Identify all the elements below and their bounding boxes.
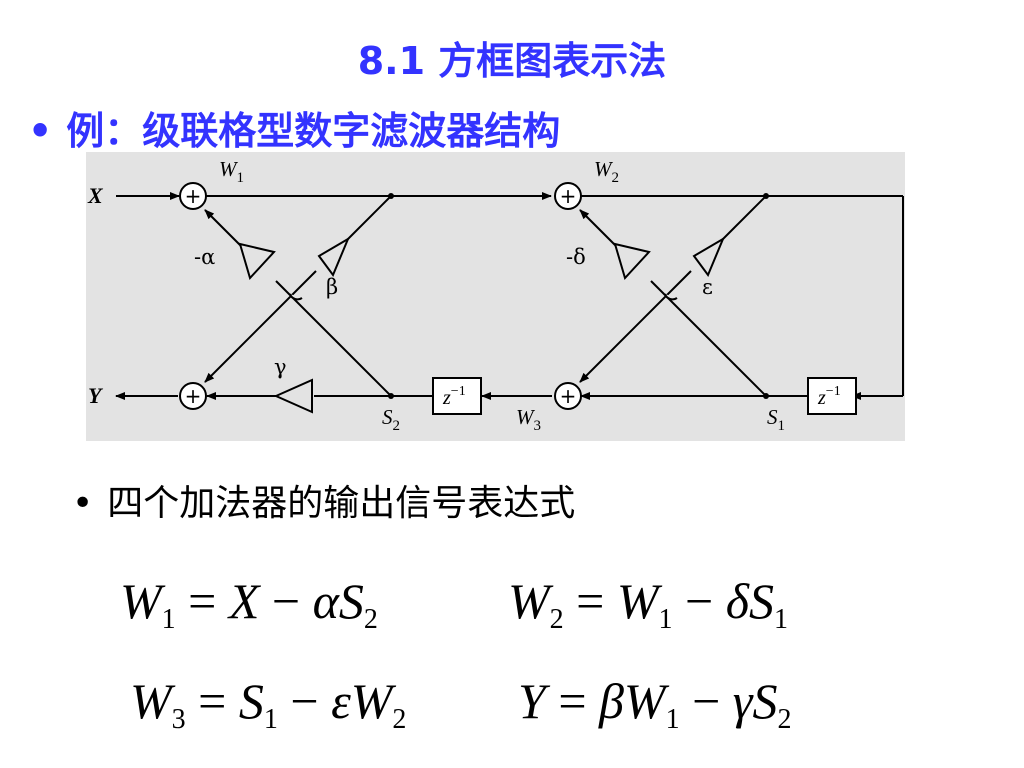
wire-s1-to-delta: [650, 280, 767, 397]
wire-beta-to-sum3: [204, 270, 317, 383]
equation-w2: W2 = W1 − δS1: [508, 573, 788, 635]
gain-epsilon-triangle: [692, 236, 726, 278]
delay-2-label: z−1: [442, 384, 466, 409]
node-w2-label: W2: [594, 157, 619, 186]
junction-s2: [388, 393, 394, 399]
gain-epsilon-label: ε: [702, 275, 713, 299]
adder-w2-symbol: +: [560, 184, 577, 208]
lattice-filter-svg: + + + + z−1 z−1 X Y W1 W2: [87, 157, 904, 434]
junction-s1: [763, 393, 769, 399]
wire-s2-to-alpha: [275, 280, 392, 397]
node-s2-label: S2: [382, 405, 400, 434]
input-x-label: X: [87, 183, 104, 208]
node-w3-label: W3: [516, 405, 541, 434]
gain-delta-label: -δ: [566, 245, 586, 269]
adder-w3-symbol: +: [560, 384, 577, 408]
junction-w1: [388, 193, 394, 199]
junction-w2: [763, 193, 769, 199]
slide-title: 8.1 方框图表示法: [357, 39, 667, 83]
lattice-filter-diagram: + + + + z−1 z−1 X Y W1 W2: [86, 152, 905, 441]
gain-alpha-triangle: [238, 242, 276, 280]
gain-alpha-label: -α: [194, 245, 215, 269]
bullet-dot: •: [72, 483, 94, 524]
delay-box-1: [807, 377, 857, 415]
equation-w1: W1 = X − αS2: [120, 573, 378, 635]
gain-gamma-triangle: [273, 378, 313, 414]
adder-y-symbol: +: [185, 384, 202, 408]
gain-beta-triangle: [317, 236, 351, 278]
adder-y: [179, 382, 207, 410]
crossing-hop-left: [289, 293, 303, 301]
bullet-dot: •: [28, 109, 53, 153]
delay-box-2: [432, 377, 482, 415]
adder-w1-symbol: +: [185, 184, 202, 208]
delay-1-label: z−1: [817, 384, 841, 409]
node-s1-label: S1: [767, 405, 785, 434]
crossing-hop-right: [664, 293, 678, 301]
node-w1-label: W1: [219, 157, 244, 186]
gain-beta-label: β: [326, 275, 338, 299]
output-y-label: Y: [88, 383, 104, 408]
bullet-adder-outputs-text: 四个加法器的输出信号表达式: [107, 483, 576, 524]
equation-w3: W3 = S1 − εW2: [130, 673, 407, 735]
adder-w3: [554, 382, 582, 410]
equation-y: Y = βW1 − γS2: [518, 673, 792, 735]
bullet-example: • 例：级联格型数字滤波器结构: [28, 100, 560, 155]
adder-w1: [179, 182, 207, 210]
bullet-example-text: 例：级联格型数字滤波器结构: [66, 109, 561, 153]
adder-w2: [554, 182, 582, 210]
gain-gamma-label: γ: [274, 355, 287, 379]
gain-delta-triangle: [613, 242, 651, 280]
bullet-adder-outputs: • 四个加法器的输出信号表达式: [72, 474, 575, 526]
wire-epsilon-to-sum4: [579, 270, 692, 383]
